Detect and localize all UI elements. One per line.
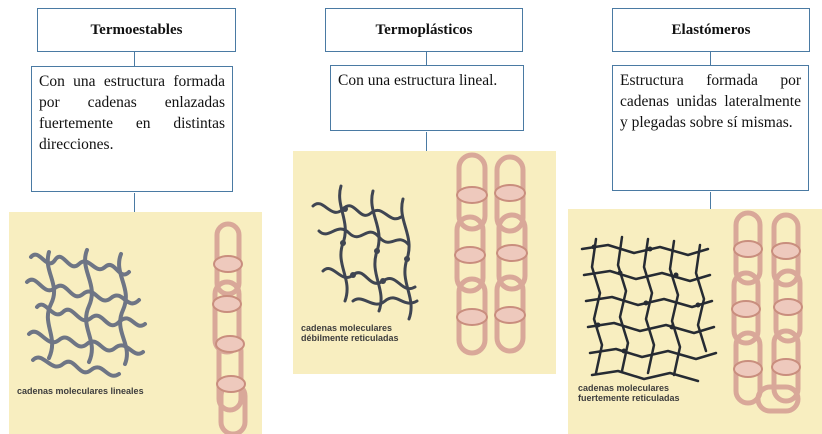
description-box-termoplasticos: Con una estructura lineal. [330,65,524,131]
title-box-termoplasticos: Termoplásticos [325,8,523,52]
description-box-elastomeros: Estructura formada por cadenas unidas la… [612,65,809,191]
connector-line [710,192,711,209]
title-termoplasticos: Termoplásticos [376,22,473,39]
description-box-termoestables: Con una estructura formada por cadenas e… [31,66,233,192]
caption-termoplasticos: cadenas moleculares débilmente reticulad… [301,323,399,343]
title-elastomeros: Elastómeros [672,22,751,39]
connector-line [134,51,135,66]
caption-termoestables: cadenas moleculares lineales [17,386,144,396]
connector-line [426,132,427,151]
description-termoplasticos: Con una estructura lineal. [338,72,497,89]
connector-line [134,193,135,212]
chain-illustration [9,212,262,434]
description-termoestables: Con una estructura formada por cadenas e… [39,73,225,153]
connector-line [426,51,427,65]
title-termoestables: Termoestables [91,22,183,39]
image-panel-termoestables: cadenas moleculares lineales [9,212,262,434]
image-panel-termoplasticos: cadenas moleculares débilmente reticulad… [293,151,556,374]
title-box-elastomeros: Elastómeros [612,8,810,52]
title-box-termoestables: Termoestables [37,8,236,52]
caption-elastomeros: cadenas moleculares fuertemente reticula… [578,383,680,403]
description-elastomeros: Estructura formada por cadenas unidas la… [620,72,801,131]
connector-line [710,51,711,65]
image-panel-elastomeros: cadenas moleculares fuertemente reticula… [568,209,822,434]
